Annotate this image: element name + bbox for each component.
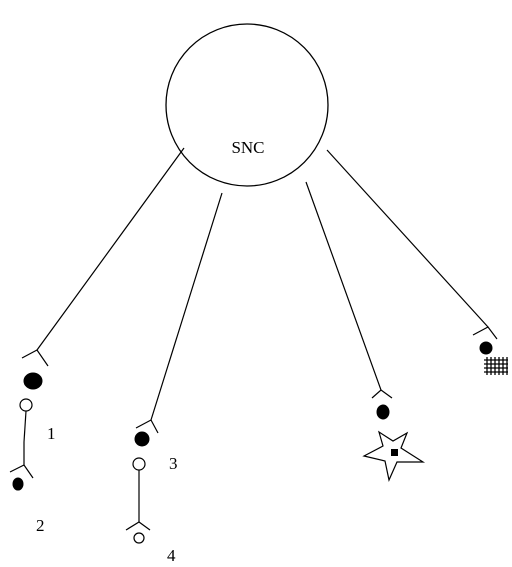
snc-node: SNC [165,23,329,187]
filled-cell-1a [23,372,43,390]
axon-line-1b [23,410,27,443]
filled-cell-3 [134,431,150,447]
filled-cell-2 [12,477,24,491]
axon-line-grid [326,149,489,328]
synapse-terminal-1a [21,349,49,367]
grid-effector [484,357,508,375]
synapse-terminal-3 [135,419,159,434]
synapse-terminal-grid [472,326,498,340]
pathway-star [305,181,426,482]
snc-label: SNC [231,138,264,157]
snc-circle [165,23,329,187]
hollow-cell-1b [19,398,33,412]
neuron-label-3: 3 [169,454,178,473]
hollow-cell-4 [133,532,145,544]
star-effector-core [391,449,398,456]
synapse-terminal-4 [125,521,151,531]
axon-line-3 [150,192,223,421]
neuron-label-2: 2 [36,516,45,535]
synapse-terminal-2 [9,464,34,479]
pathway-1: 1 2 [9,147,185,535]
synapse-terminal-star [371,389,393,399]
neuron-label-4: 4 [167,546,176,565]
filled-cell-grid [479,341,493,355]
hollow-cell-3b [132,457,146,471]
filled-cell-star [376,404,390,420]
neuron-label-1: 1 [47,424,56,443]
axon-line-star [305,181,382,391]
pathway-grid [326,149,508,375]
axon-line-1 [36,147,185,351]
pathway-3: 3 4 [125,192,223,565]
